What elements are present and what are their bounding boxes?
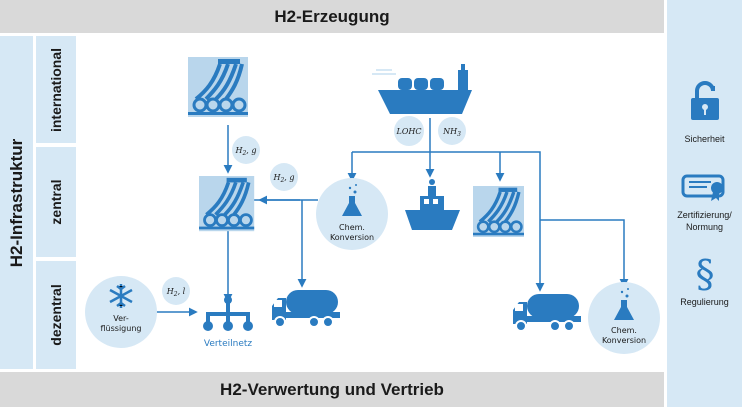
h2-gas-label: H2, g	[272, 173, 294, 184]
side-label-certification-2: Normung	[685, 222, 723, 232]
side-label-security: Sicherheit	[684, 134, 725, 144]
chem-conversion-label: Chem.	[611, 326, 637, 335]
electrolysis-plant-international	[186, 55, 250, 119]
paragraph-icon: §	[696, 254, 715, 294]
liquefaction-label: Ver-	[113, 314, 129, 323]
liquefaction-node	[85, 276, 157, 348]
flow-diagram: Chem. Konversion Chem. Konversion Ver- f…	[85, 55, 660, 354]
header-title: H2-Erzeugung	[274, 6, 390, 26]
cargo-ship-icon	[372, 64, 472, 114]
h2-gas-label: H2, g	[234, 146, 256, 157]
chem-conversion-label: Chem.	[339, 223, 365, 232]
distribution-label: Verteilnetz	[204, 339, 253, 349]
h2-liquid-label: H2, l	[166, 287, 186, 298]
chem-conversion-label: Konversion	[330, 233, 374, 242]
side-label-regulation: Regulierung	[680, 297, 729, 307]
tank-truck-icon	[512, 293, 582, 332]
flow-arrow	[540, 219, 629, 288]
left-band: H2-Infrastruktur	[0, 36, 33, 369]
certificate-icon	[681, 174, 725, 201]
lohc-bubble	[394, 116, 424, 146]
boat-icon	[405, 179, 460, 230]
h2-liquid-bubble	[162, 277, 190, 305]
side-panel: Sicherheit Zertifizierung/ Normung § Reg…	[667, 0, 742, 407]
header-band: H2-Erzeugung	[0, 0, 664, 33]
tank-truck-icon	[271, 289, 341, 328]
nh3-bubble	[438, 117, 466, 145]
electrolysis-plant-right	[471, 184, 526, 239]
side-label-certification-1: Zertifizierung/	[677, 210, 732, 220]
nh3-label: NH3	[442, 127, 461, 138]
electrolysis-plant-central	[197, 174, 257, 234]
liquefaction-label: flüssigung	[101, 324, 142, 333]
row-international: international	[36, 36, 76, 143]
row-zentral: zentral	[36, 147, 76, 257]
row-dezentral: dezentral	[36, 261, 76, 369]
chem-conversion-label: Konversion	[602, 336, 646, 345]
padlock-icon	[691, 81, 719, 120]
h2-gas-bubble	[270, 163, 298, 191]
lohc-label: LOHC	[396, 127, 422, 136]
distribution-network-icon	[203, 296, 253, 331]
h2-gas-bubble	[232, 136, 260, 164]
footer-title: H2-Verwertung und Vertrieb	[220, 379, 444, 399]
snowflake-icon	[109, 284, 133, 308]
footer-band: H2-Verwertung und Vertrieb	[0, 372, 664, 407]
svg-text:§: §	[696, 254, 715, 294]
flow-arrow	[352, 151, 545, 292]
